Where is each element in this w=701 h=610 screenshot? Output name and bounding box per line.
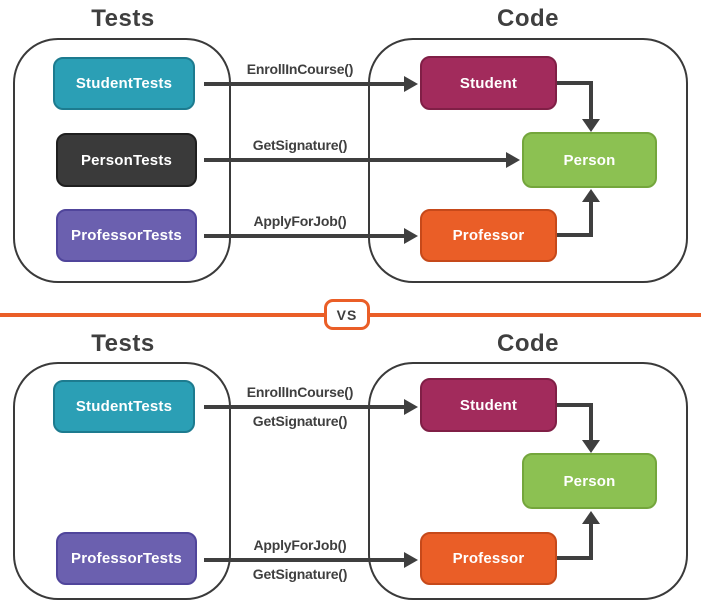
bottom-code-heading: Code [497,330,559,357]
bottom-getsignature-label-2: GetSignature() [252,566,348,582]
bottom-professor-to-person-connector [589,523,593,559]
bottom-applyforjob-label: ApplyForJob() [253,537,347,553]
top-professor-to-person-connector [557,233,593,237]
top-applyforjob-arrow [204,234,406,238]
vs-badge: VS [324,299,370,330]
arrowhead-up-icon [582,189,600,202]
bottom-getsignature-label-1: GetSignature() [252,413,348,429]
bottom-professor-to-person-connector [557,556,593,560]
top-person-box: Person [522,132,657,188]
arrowhead-right-icon [404,76,418,92]
top-studenttests-box: StudentTests [53,57,195,110]
arrowhead-right-icon [404,399,418,415]
top-code-heading: Code [497,5,559,32]
arrowhead-right-icon [404,228,418,244]
bottom-enrollincourse-label: EnrollInCourse() [246,384,354,400]
top-getsignature-arrow [204,158,508,162]
top-enrollincourse-arrow [204,82,406,86]
bottom-student-to-person-connector [557,403,593,407]
top-professor-to-person-connector [589,201,593,237]
top-student-to-person-connector [589,81,593,120]
arrowhead-down-icon [582,440,600,453]
bottom-student-box: Student [420,378,557,432]
bottom-professor-box: Professor [420,532,557,585]
top-student-to-person-connector [557,81,593,85]
top-professor-box: Professor [420,209,557,262]
arrowhead-up-icon [582,511,600,524]
bottom-student-arrow [204,405,406,409]
bottom-tests-heading: Tests [91,330,155,357]
bottom-professor-arrow [204,558,406,562]
bottom-code-container [368,362,688,600]
top-tests-heading: Tests [91,5,155,32]
arrowhead-down-icon [582,119,600,132]
top-professortests-box: ProfessorTests [56,209,197,262]
bottom-studenttests-box: StudentTests [53,380,195,433]
arrowhead-right-icon [404,552,418,568]
top-enrollincourse-label: EnrollInCourse() [246,61,354,77]
arrowhead-right-icon [506,152,520,168]
top-persontests-box: PersonTests [56,133,197,187]
bottom-professortests-box: ProfessorTests [56,532,197,585]
bottom-person-box: Person [522,453,657,509]
top-student-box: Student [420,56,557,110]
top-getsignature-label: GetSignature() [252,137,348,153]
top-applyforjob-label: ApplyForJob() [253,213,347,229]
bottom-tests-container [13,362,231,600]
bottom-student-to-person-connector [589,403,593,441]
